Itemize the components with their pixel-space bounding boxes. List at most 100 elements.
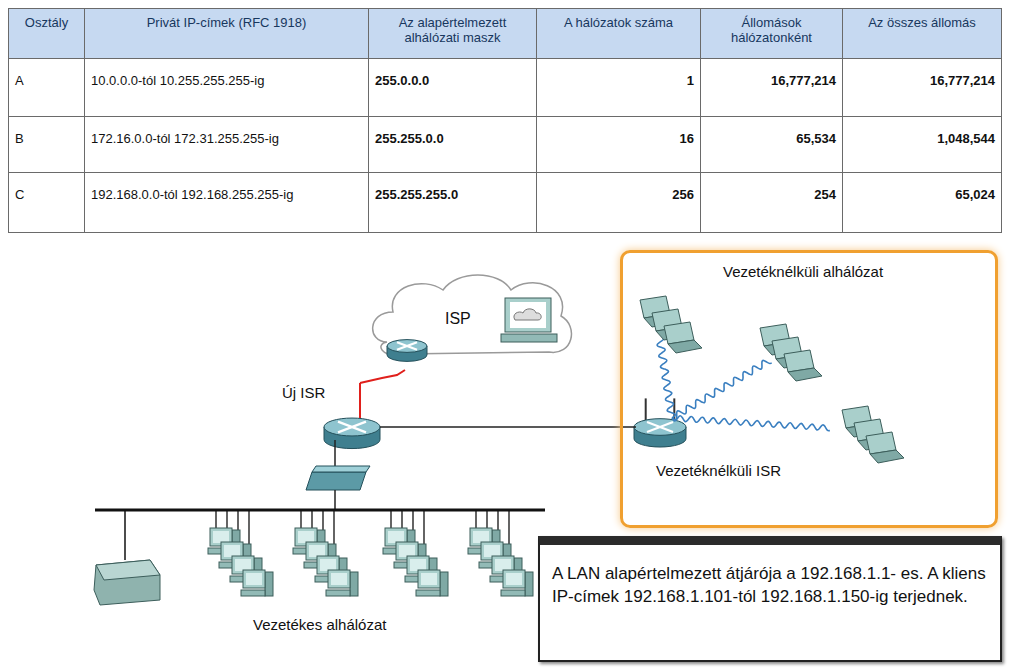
router-top: [324, 418, 380, 436]
pc-keyboard: [416, 590, 440, 596]
table-text: B: [15, 131, 78, 146]
pc-screen: [331, 573, 347, 585]
table-header-cell: A hálózatok száma: [536, 8, 701, 59]
pc-screen: [388, 531, 404, 543]
table-text: 10.0.0.0-tól 10.255.255.255-ig: [91, 73, 362, 88]
table-cell: 10.0.0.0-tól 10.255.255.255-ig: [84, 58, 369, 117]
table-text: 16,777,214: [707, 73, 836, 88]
keyboard: [501, 334, 557, 342]
printer-top: [96, 560, 160, 580]
pc-icon: [241, 570, 273, 596]
pc-tower: [265, 572, 273, 596]
table-cell: 256: [536, 172, 701, 233]
table-cell: 16,777,214: [842, 58, 1002, 117]
pc-screen: [235, 559, 251, 571]
callout-box: A LAN alapértelmezett átjárója a 192.168…: [538, 536, 1002, 662]
table-text: 16,777,214: [849, 73, 995, 88]
printer-drop: [124, 510, 126, 560]
pc-drop: [215, 510, 216, 528]
wireless-signal: [672, 416, 830, 431]
table-header-cell: Az összes állomás: [842, 8, 1002, 59]
monitor: [505, 298, 551, 332]
table-cell: 192.168.0.0-tól 192.168.255.255-ig: [84, 172, 369, 233]
switch-top: [312, 466, 370, 472]
table-text: 16: [543, 131, 694, 146]
table-text: 1,048,544: [849, 131, 995, 146]
pc-screen: [320, 559, 336, 571]
router-top: [634, 419, 686, 436]
table-text: A: [15, 73, 78, 88]
pc-tower: [350, 572, 358, 596]
table-text: Privát IP-címek (RFC 1918): [91, 15, 362, 30]
table-text: 255.255.0.0: [375, 131, 530, 146]
table-text: Osztály: [15, 15, 78, 30]
table-header-cell: Az alapértelmezett alhálózati maszk: [368, 8, 537, 59]
table-header-cell: Állomások hálózatonként: [700, 8, 843, 59]
table-text: 65,024: [849, 187, 995, 202]
table-header-cell: Privát IP-címek (RFC 1918): [84, 8, 369, 59]
pc-monitor: [243, 570, 265, 588]
router-node: Új ISR: [282, 383, 380, 451]
pc-screen: [484, 545, 500, 557]
cloud-shape: [365, 270, 577, 370]
pc-monitor: [328, 570, 350, 588]
table-cell: 255.255.255.0: [368, 172, 537, 233]
printer-icon: [94, 560, 160, 605]
laptop-base: [788, 368, 822, 381]
table-cell: 16,777,214: [700, 58, 843, 117]
serial-stub: [359, 383, 361, 418]
table-text: 65,534: [707, 131, 836, 146]
pc-tower: [525, 572, 533, 596]
pc-screen: [224, 545, 240, 557]
pc-icon: [416, 570, 448, 596]
router-arrow: [397, 342, 417, 350]
table-text: 172.16.0.0-tól 172.31.255.255-ig: [91, 131, 362, 146]
table-cell: 65,534: [700, 116, 843, 173]
table-cell: B: [8, 116, 85, 173]
pc-icon: [326, 570, 358, 596]
router-icon: [387, 340, 427, 362]
ethernet-link: [380, 426, 636, 428]
table-cell: 255.255.0.0: [368, 116, 537, 173]
callout-text: A LAN alapértelmezett átjárója a 192.168…: [552, 563, 990, 609]
router-arrow: [647, 422, 673, 432]
node-label: Vezetéknélküli alhálózat: [723, 262, 995, 282]
pc-monitor: [503, 570, 525, 588]
pc-screen: [246, 573, 262, 585]
lan-bus: [95, 509, 545, 512]
pc-drop: [475, 510, 476, 528]
node-label: ISP: [445, 308, 577, 330]
table-cell: 172.16.0.0-tól 172.31.255.255-ig: [84, 116, 369, 173]
switch-icon: [306, 472, 366, 490]
laptop-icon: [664, 322, 702, 353]
laptop-base: [870, 450, 904, 463]
pc-screen: [298, 531, 314, 543]
pc-screen: [213, 531, 229, 543]
pc-keyboard: [501, 590, 525, 596]
switch-bus-link: [334, 490, 336, 510]
table-cell: 65,024: [842, 172, 1002, 233]
router-arrow: [397, 342, 417, 350]
router-icon: [324, 418, 380, 449]
table-text: 255.0.0.0: [375, 73, 530, 88]
table-cell: 255.0.0.0: [368, 58, 537, 117]
table-cell: A: [8, 58, 85, 117]
router-arrow: [338, 422, 366, 433]
wireless-signal: [657, 339, 675, 418]
wireless-subnet: Vezetéknélküli alhálózatVezetéknélküli I…: [620, 250, 998, 528]
serial-link: [360, 370, 405, 383]
pc-drop: [390, 510, 391, 528]
table-text: 256: [543, 187, 694, 202]
pc-keyboard: [326, 590, 350, 596]
table-cell: 254: [700, 172, 843, 233]
table-cell: C: [8, 172, 85, 233]
node-label: Vezetéknélküli ISR: [636, 461, 801, 481]
table-cell: 1: [536, 58, 701, 117]
cloud-outline: [373, 275, 572, 355]
pc-drop: [300, 510, 301, 528]
isp-cloud: ISP: [365, 270, 577, 370]
table-header-cell: Osztály: [8, 8, 85, 59]
table-text: A hálózatok száma: [543, 15, 694, 30]
router-top: [387, 340, 427, 353]
table-text: 255.255.255.0: [375, 187, 530, 202]
